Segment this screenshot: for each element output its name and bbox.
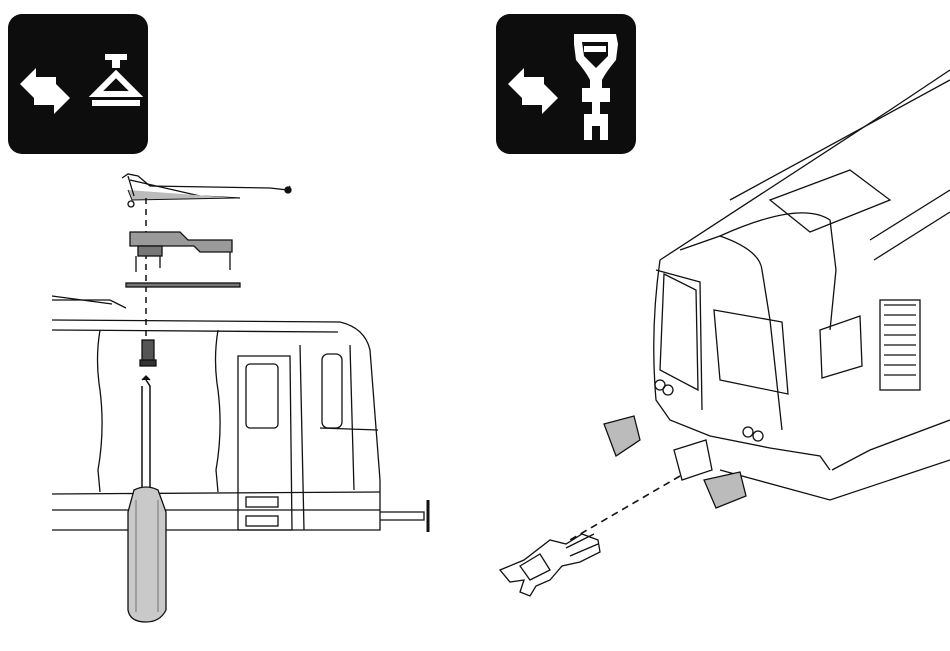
pantograph-part [122,174,291,207]
coupler-exchange-drawing [470,0,950,651]
coupler-exchange-panel [470,0,950,651]
locomotive-front-view [604,70,950,508]
insulator-plate-part [126,283,240,287]
coupler-part [500,534,600,596]
mounting-screw-part [140,340,156,366]
pantograph-exchange-panel [0,0,470,651]
pantograph-assembly-drawing [0,0,470,651]
locomotive-body-outline [52,320,428,532]
screwdriver-tool [128,376,166,622]
